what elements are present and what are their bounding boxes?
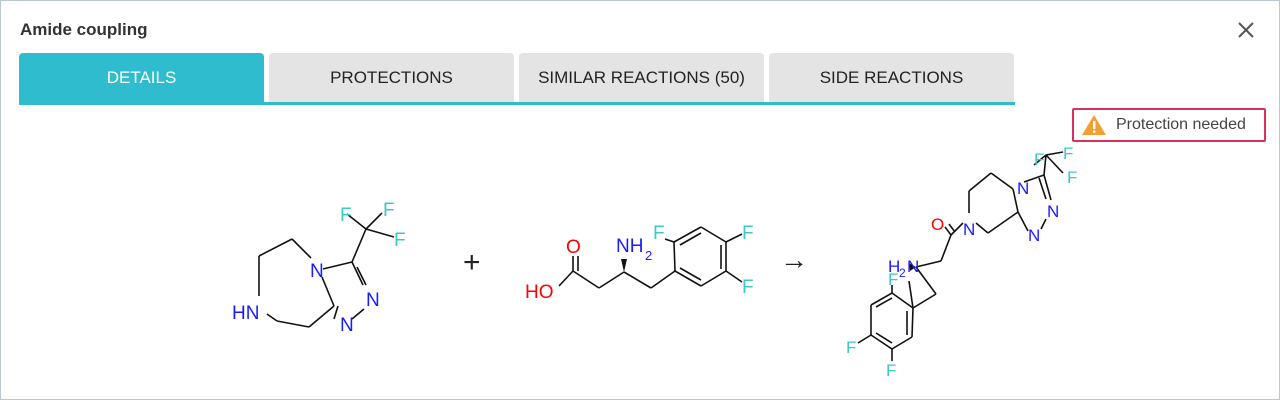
- r1-amine-nh: HN: [232, 303, 259, 324]
- p-amine-n: N: [907, 257, 919, 276]
- r1-nitrogen-3: N: [340, 315, 354, 336]
- reaction-arrow: →: [780, 244, 808, 275]
- tab-similar-reactions[interactable]: SIMILAR REACTIONS (50): [519, 53, 764, 102]
- protection-warning-badge[interactable]: Protection needed: [1072, 108, 1266, 142]
- reaction-plus: +: [463, 246, 481, 279]
- p-amine-subscript: 2: [899, 266, 906, 280]
- r1-fluorine-3: F: [394, 230, 406, 251]
- r2-fluorine-3: F: [742, 277, 754, 298]
- reactant-2-structure: [558, 226, 743, 289]
- r2-amine: NH: [616, 236, 643, 257]
- r2-oxygen-carbonyl: O: [566, 237, 581, 258]
- r1-nitrogen-2: N: [366, 290, 380, 311]
- tab-bar: DETAILS PROTECTIONS SIMILAR REACTIONS (5…: [19, 53, 1015, 105]
- p-oxygen-carbonyl: O: [931, 215, 944, 234]
- p-fluorine-1: F: [1034, 150, 1044, 169]
- tab-side-reactions[interactable]: SIDE REACTIONS: [769, 53, 1014, 102]
- close-icon[interactable]: [1235, 19, 1257, 41]
- r2-amine-subscript: 2: [645, 248, 652, 263]
- dialog-title: Amide coupling: [20, 20, 148, 39]
- warning-label: Protection needed: [1116, 116, 1246, 133]
- p-fluorine-4: F: [888, 270, 898, 289]
- p-fluorine-5: F: [846, 338, 856, 357]
- p-amine-h: H: [888, 257, 900, 276]
- product-structure: [857, 151, 1064, 361]
- warning-triangle-icon: [1082, 115, 1106, 135]
- p-nitrogen-amide: N: [963, 220, 975, 239]
- p-nitrogen-2: N: [1047, 202, 1059, 221]
- p-nitrogen-3: N: [1028, 226, 1040, 245]
- r1-fluorine-2: F: [383, 200, 395, 221]
- tab-details[interactable]: DETAILS: [19, 53, 264, 102]
- p-fluorine-6: F: [886, 361, 896, 380]
- r2-fluorine-2: F: [742, 223, 754, 244]
- r2-hydroxyl: HO: [525, 282, 554, 303]
- r1-nitrogen-1: N: [310, 261, 324, 282]
- p-nitrogen-1: N: [1017, 179, 1029, 198]
- p-fluorine-3: F: [1067, 168, 1077, 187]
- r2-fluorine-1: F: [653, 223, 665, 244]
- reactant-1-structure: [258, 212, 395, 328]
- p-fluorine-2: F: [1063, 144, 1073, 163]
- tab-protections[interactable]: PROTECTIONS: [269, 53, 514, 102]
- r1-fluorine-1: F: [340, 205, 352, 226]
